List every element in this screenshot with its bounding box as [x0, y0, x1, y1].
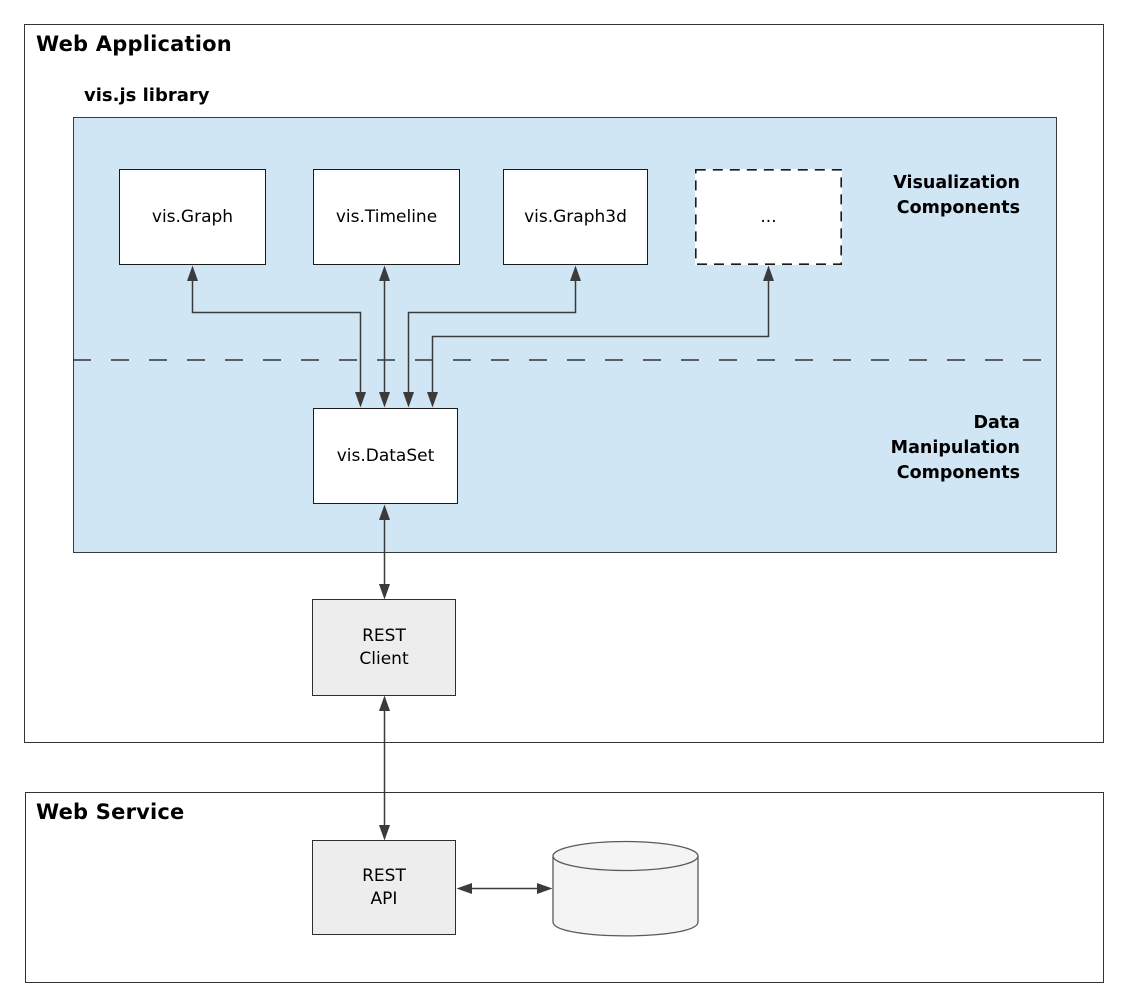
component-box-vis-timeline: vis.Timeline — [313, 169, 460, 265]
visualization-components-label: Visualization Components — [893, 173, 1020, 218]
vis-dataset-label: vis.DataSet — [336, 445, 435, 466]
vis-js-library-title: vis.js library — [84, 85, 210, 106]
component-box-more: ... — [695, 169, 842, 265]
component-box-vis-dataset: vis.DataSet — [313, 408, 458, 504]
component-box-vis-graph3d: vis.Graph3d — [503, 169, 648, 265]
rest-client-box: REST Client — [312, 599, 456, 696]
web-service-title: Web Service — [36, 800, 185, 824]
database-label: Data — [605, 878, 646, 898]
web-application-title: Web Application — [36, 32, 232, 56]
rest-client-label: REST Client — [359, 625, 409, 669]
vis-graph3d-label: vis.Graph3d — [524, 206, 627, 227]
more-components-label: ... — [760, 206, 777, 227]
vis-timeline-label: vis.Timeline — [335, 206, 438, 227]
rest-api-label: REST API — [362, 865, 406, 909]
data-manipulation-components-label: Data Manipulation Components — [890, 413, 1020, 483]
vis-graph-label: vis.Graph — [151, 206, 234, 227]
rest-api-box: REST API — [312, 840, 456, 935]
component-box-vis-graph: vis.Graph — [119, 169, 266, 265]
